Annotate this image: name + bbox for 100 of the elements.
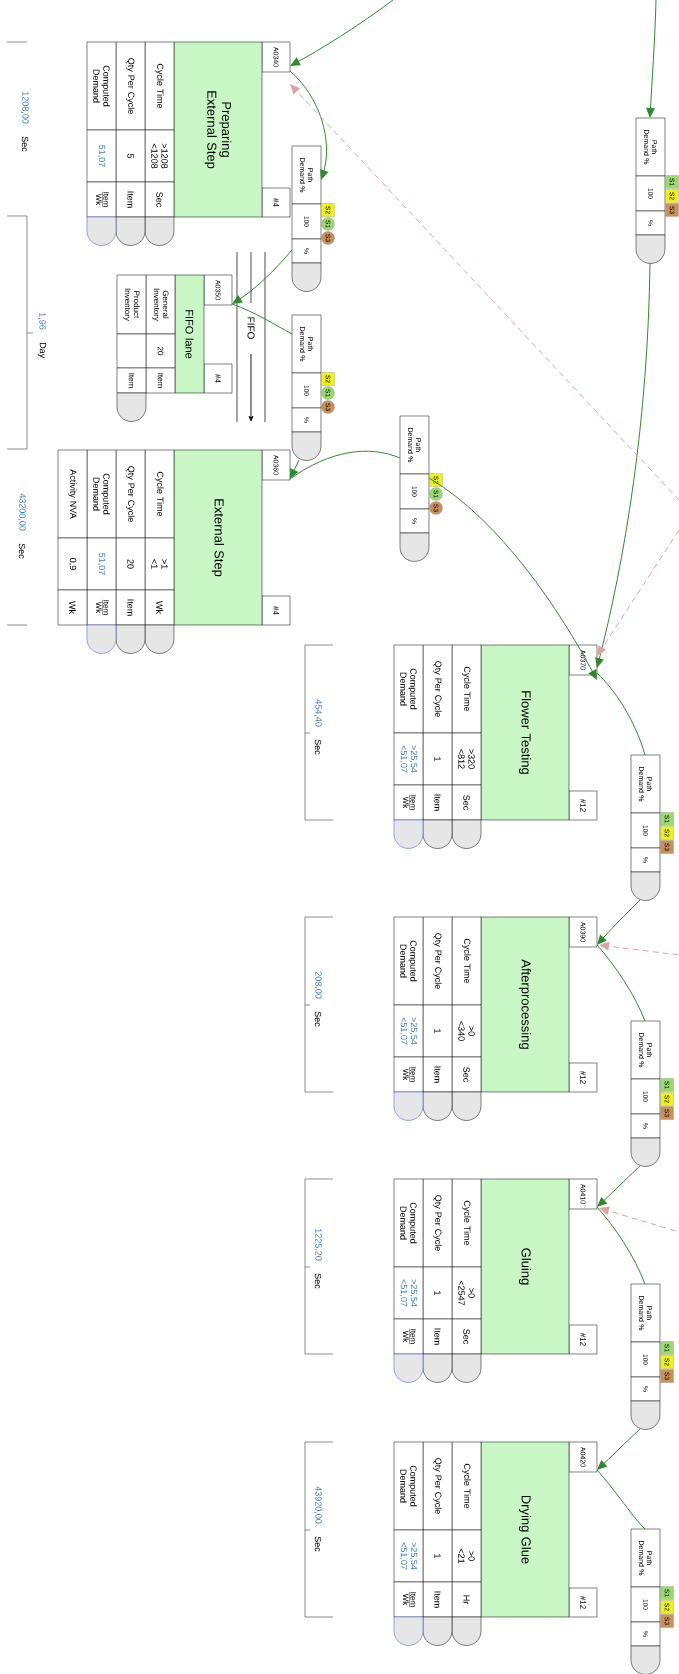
- process-title: FIFO lane: [174, 274, 205, 394]
- row-label: Cycle Time: [451, 644, 482, 734]
- row-label: Cycle Time: [451, 1441, 482, 1531]
- count-tab: #12: [568, 1324, 598, 1355]
- connector-line: [596, 672, 646, 756]
- timeline-unit: Sec: [314, 739, 322, 755]
- row-label: Qty Per Cycle: [115, 449, 146, 539]
- row-label: Computed Demand: [86, 41, 117, 131]
- unit-fraction: Item Wk: [393, 1056, 424, 1093]
- row-unit: Sec: [451, 1056, 482, 1093]
- row-label: Cycle Time: [144, 449, 175, 539]
- arrow: [595, 262, 651, 668]
- row-value: >0 <2547: [451, 1266, 482, 1320]
- arrow: [290, 0, 394, 66]
- row-label: Computed Demand: [86, 449, 117, 539]
- timeline-unit: Sec: [314, 1011, 322, 1027]
- connector-line: [289, 450, 401, 480]
- count-tab: #4: [261, 595, 291, 626]
- row-value: 1: [422, 1266, 453, 1320]
- timeline-value: 1208,00: [21, 91, 29, 124]
- row-unit: Item: [422, 1056, 453, 1093]
- unit-fraction: Item Wk: [86, 181, 117, 218]
- row-value: 20: [115, 537, 146, 591]
- row-label: Qty Per Cycle: [422, 1441, 453, 1531]
- row-label: Qty Per Cycle: [422, 1178, 453, 1268]
- timeline-value: 208,00: [314, 971, 322, 999]
- unit-fraction: Item Wk: [86, 589, 117, 626]
- timeline-unit: Sec: [18, 543, 26, 559]
- row-label: Cycle Time: [451, 916, 482, 1006]
- arrow: [289, 70, 329, 180]
- row-unit: Item: [422, 1581, 453, 1618]
- process-title: Afterprocessing: [480, 916, 570, 1093]
- count-tab: #12: [568, 1587, 598, 1618]
- row-unit: Item: [115, 181, 146, 218]
- timeline-value: 454,40: [314, 699, 322, 727]
- row-label: Qty Per Cycle: [115, 41, 146, 131]
- connector-line: [596, 944, 646, 1022]
- row-value: >25,54 <51,07: [393, 1004, 424, 1058]
- timeline-unit: Sec: [314, 1536, 322, 1552]
- row-unit: Item: [115, 589, 146, 626]
- row-label: Cycle Time: [144, 41, 175, 131]
- connector-line: [596, 1469, 646, 1530]
- row-value: 1: [422, 1529, 453, 1583]
- process-title: Preparing External Step: [173, 41, 263, 218]
- row-value: >320 <812: [451, 732, 482, 786]
- row-label: Computed Demand: [393, 1178, 424, 1268]
- row-label: General Inventory: [145, 274, 176, 335]
- timeline-value: 1,96: [38, 312, 46, 330]
- row-label: Product Inventory: [116, 274, 147, 335]
- timeline-value: 1225,20: [314, 1228, 322, 1261]
- row-unit: Sec: [144, 181, 175, 218]
- row-value: >25,54 <51,07: [393, 1266, 424, 1320]
- row-unit: Item: [145, 367, 176, 394]
- arrow: [232, 249, 293, 304]
- row-unit: Sec: [451, 784, 482, 821]
- row-label: Qty Per Cycle: [422, 644, 453, 734]
- row-value: >25,54 <51,07: [393, 732, 424, 786]
- arrow: [646, 0, 657, 118]
- row-unit: Item: [422, 784, 453, 821]
- row-label: Cycle Time: [451, 1178, 482, 1268]
- timeline-unit: Sec: [314, 1273, 322, 1289]
- arrow: [597, 1428, 641, 1470]
- arrow: [597, 899, 641, 945]
- process-title: Flower Testing: [480, 644, 570, 821]
- row-value: >1 <1: [144, 537, 175, 591]
- row-unit: Hr: [451, 1581, 482, 1618]
- row-value: 20: [145, 333, 176, 369]
- timeline-value: 43200,00: [18, 493, 26, 531]
- row-value: 51,07: [86, 537, 117, 591]
- count-tab: #4: [203, 363, 233, 394]
- process-title: External Step: [173, 449, 263, 626]
- process-title: Gluing: [480, 1178, 570, 1355]
- arrow: [290, 459, 300, 479]
- count-tab: #4: [261, 187, 291, 218]
- timeline-unit: Day: [37, 342, 47, 359]
- fifo-label: FIFO: [246, 315, 256, 341]
- row-unit: Wk: [57, 589, 88, 626]
- row-label: Computed Demand: [393, 1441, 424, 1531]
- row-unit: Item: [116, 367, 147, 394]
- timeline-unit: Sec: [21, 136, 29, 152]
- connector-line: [596, 1206, 646, 1285]
- unit-fraction: Item Wk: [393, 784, 424, 821]
- row-value: >0 <21: [451, 1529, 482, 1583]
- row-value: 0,9: [57, 537, 88, 591]
- timeline-value: 43920,00: [314, 1486, 322, 1524]
- row-label: Activity NVA: [57, 449, 88, 539]
- unit-fraction: Item Wk: [393, 1581, 424, 1618]
- row-value: 1: [422, 732, 453, 786]
- row-value: 51,07: [86, 129, 117, 183]
- count-tab: #12: [568, 1062, 598, 1093]
- row-value: >0 <340: [451, 1004, 482, 1058]
- dashed-arrow: [599, 941, 679, 956]
- row-value: 1: [422, 1004, 453, 1058]
- row-value: 5: [115, 129, 146, 183]
- process-title: Drying Glue: [480, 1441, 570, 1618]
- row-label: Qty Per Cycle: [422, 916, 453, 1006]
- dashed-arrow: [597, 529, 679, 656]
- count-tab: #12: [568, 790, 598, 821]
- row-label: Computed Demand: [393, 644, 424, 734]
- row-unit: Sec: [451, 1318, 482, 1355]
